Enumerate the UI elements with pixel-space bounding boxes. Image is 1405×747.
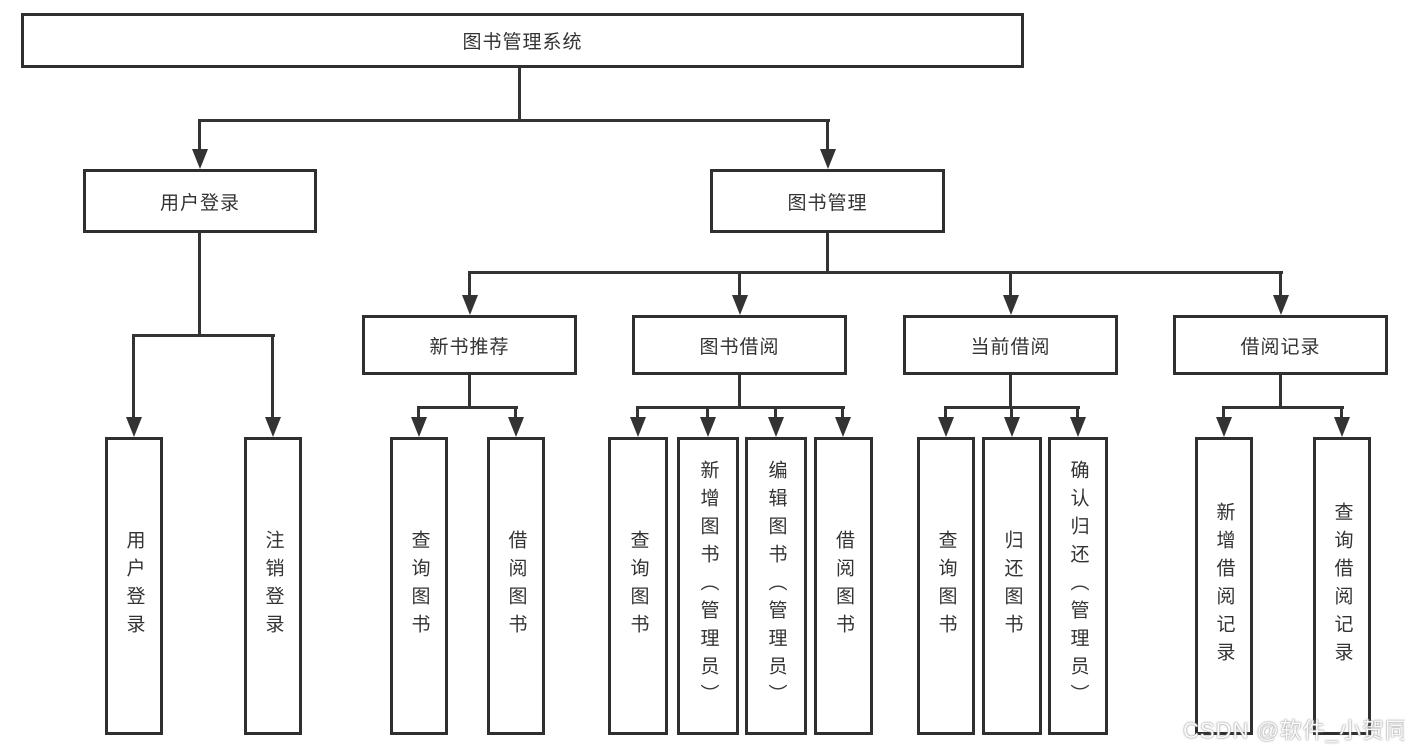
leaf-query-books: 查询图书 xyxy=(608,437,668,735)
node-label: 新书推荐 xyxy=(429,336,510,358)
node-user-login: 用户登录 xyxy=(83,169,317,233)
leaf-query-books: 查询图书 xyxy=(917,437,975,735)
arrow-down-icon xyxy=(938,417,954,437)
node-label: 确认归还（管理员） xyxy=(1067,460,1089,712)
leaf-add-books-admin: 新增图书（管理员） xyxy=(677,437,739,735)
node-book-management: 图书管理 xyxy=(710,169,945,233)
arrow-down-icon xyxy=(1334,417,1350,437)
watermark: CSDN @软件_小贺同学 xyxy=(1183,718,1405,743)
connector-line xyxy=(132,334,135,431)
node-label: 借阅图书 xyxy=(505,530,527,642)
node-label: 注销登录 xyxy=(262,530,284,642)
connector-line xyxy=(738,271,741,309)
node-label: 查询图书 xyxy=(935,530,957,642)
connector-line xyxy=(132,334,275,337)
arrow-down-icon xyxy=(411,417,427,437)
connector-line xyxy=(468,271,471,309)
node-label: 图书管理 xyxy=(787,192,868,214)
arrow-down-icon xyxy=(700,417,716,437)
node-label: 借阅图书 xyxy=(833,530,854,642)
node-label: 用户登录 xyxy=(123,530,145,642)
leaf-borrow-books: 借阅图书 xyxy=(487,437,545,735)
leaf-edit-books-admin: 编辑图书（管理员） xyxy=(745,437,807,735)
leaf-query-books: 查询图书 xyxy=(390,437,448,735)
connector-line xyxy=(826,233,829,274)
node-current-borrowing: 当前借阅 xyxy=(903,315,1118,375)
connector-line xyxy=(198,119,830,122)
arrow-down-icon xyxy=(126,417,142,437)
connector-line xyxy=(468,271,1283,274)
node-label: 借阅记录 xyxy=(1240,336,1321,358)
node-label: 归还图书 xyxy=(1001,530,1023,642)
arrow-down-icon xyxy=(1003,295,1019,315)
node-label: 当前借阅 xyxy=(970,336,1051,358)
leaf-logout: 注销登录 xyxy=(244,437,302,735)
arrow-down-icon xyxy=(835,417,851,437)
arrow-down-icon xyxy=(508,417,524,437)
arrow-down-icon xyxy=(1216,417,1232,437)
arrow-down-icon xyxy=(768,417,784,437)
arrow-down-icon xyxy=(630,417,646,437)
node-label: 新增借阅记录 xyxy=(1213,502,1235,670)
connector-line xyxy=(518,68,521,121)
arrow-down-icon xyxy=(732,295,748,315)
connector-line xyxy=(1222,406,1344,409)
connector-line xyxy=(826,119,829,163)
connector-line xyxy=(198,233,201,337)
arrow-down-icon xyxy=(1273,295,1289,315)
node-book-borrowing: 图书借阅 xyxy=(632,315,847,375)
node-label: 查询图书 xyxy=(627,530,649,642)
node-library-management-system: 图书管理系统 xyxy=(21,13,1024,68)
node-new-book-recommendation: 新书推荐 xyxy=(362,315,577,375)
node-label: 用户登录 xyxy=(159,192,240,214)
connector-line xyxy=(1279,375,1282,409)
node-borrowing-records: 借阅记录 xyxy=(1173,315,1388,375)
arrow-down-icon xyxy=(462,295,478,315)
arrow-down-icon xyxy=(820,149,836,169)
node-label: 图书管理系统 xyxy=(462,32,583,53)
connector-line xyxy=(271,334,274,431)
arrow-down-icon xyxy=(192,149,208,169)
leaf-add-borrow-record: 新增借阅记录 xyxy=(1195,437,1253,735)
connector-line xyxy=(417,406,518,409)
node-label: 图书借阅 xyxy=(699,336,780,358)
connector-line xyxy=(1009,271,1012,309)
leaf-return-books: 归还图书 xyxy=(982,437,1042,735)
connector-line xyxy=(1009,375,1012,409)
arrow-down-icon xyxy=(265,417,281,437)
leaf-query-borrow-record: 查询借阅记录 xyxy=(1313,437,1371,735)
node-label: 编辑图书（管理员） xyxy=(765,460,787,712)
leaf-borrow-books: 借阅图书 xyxy=(814,437,873,735)
connector-line xyxy=(198,119,201,163)
leaf-confirm-return-admin: 确认归还（管理员） xyxy=(1048,437,1108,735)
leaf-user-login: 用户登录 xyxy=(105,437,163,735)
arrow-down-icon xyxy=(1004,417,1020,437)
connector-line xyxy=(636,406,845,409)
node-label: 查询借阅记录 xyxy=(1331,502,1353,670)
connector-line xyxy=(1279,271,1282,309)
node-label: 查询图书 xyxy=(408,530,430,642)
node-label: 新增图书（管理员） xyxy=(697,460,719,712)
arrow-down-icon xyxy=(1070,417,1086,437)
connector-line xyxy=(468,375,471,409)
connector-line xyxy=(738,375,741,409)
